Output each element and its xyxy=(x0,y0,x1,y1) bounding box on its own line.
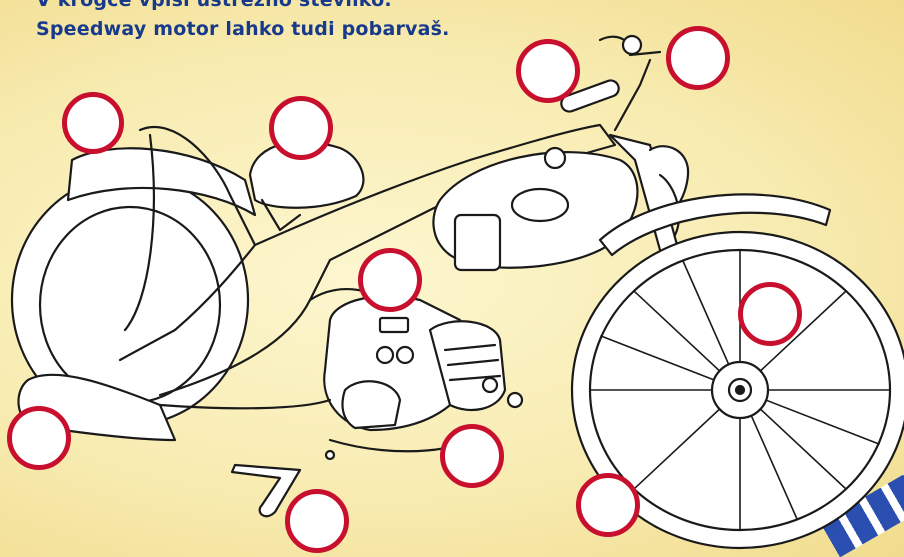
instruction-line-1: V krogce vpiši ustrezno številko. xyxy=(36,0,450,15)
answer-circle-8[interactable] xyxy=(440,424,504,488)
answer-circle-5[interactable] xyxy=(358,248,422,312)
answer-circle-9[interactable] xyxy=(576,473,640,537)
answer-circle-2[interactable] xyxy=(269,96,333,160)
answer-circle-4[interactable] xyxy=(666,26,730,90)
engine-cylinder xyxy=(455,215,500,270)
answer-circle-6[interactable] xyxy=(738,282,802,346)
answer-circle-10[interactable] xyxy=(285,489,349,553)
instructions-text: V krogce vpiši ustrezno številko. Speedw… xyxy=(36,0,450,44)
answer-circle-1[interactable] xyxy=(62,92,124,154)
instruction-line-2: Speedway motor lahko tudi pobarvaš. xyxy=(36,15,450,44)
answer-circle-3[interactable] xyxy=(516,39,580,103)
answer-circle-7[interactable] xyxy=(7,406,71,470)
